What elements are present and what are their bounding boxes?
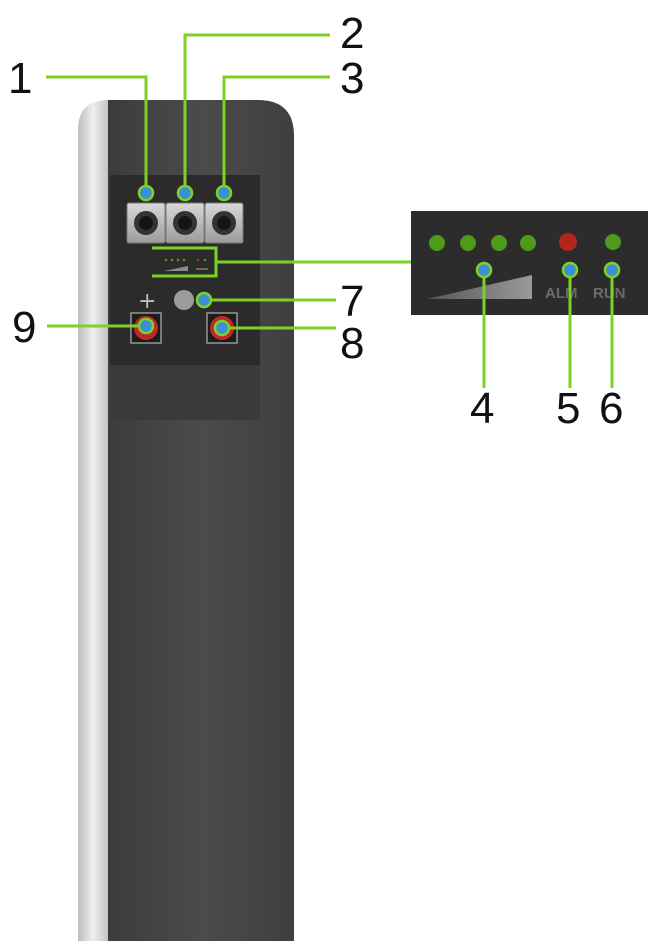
callout-number-1: 1 [8, 54, 32, 103]
callout-number-3: 3 [340, 54, 364, 103]
soc-led [520, 235, 536, 251]
power-button[interactable] [174, 290, 194, 310]
soc-led [491, 235, 507, 251]
callout-number-6: 6 [599, 384, 623, 433]
soc-leds [429, 235, 536, 251]
callout-line-1 [46, 75, 148, 193]
port-1[interactable] [126, 202, 166, 244]
soc-level-wedge [427, 275, 532, 299]
callout-numbers: 1 2 3 4 5 6 7 8 9 [8, 9, 623, 433]
callout-lines [46, 33, 614, 388]
positive-symbol: + [138, 289, 156, 314]
port-3[interactable] [204, 202, 244, 244]
callout-marker-9 [137, 317, 155, 335]
soc-led [460, 235, 476, 251]
cabinet-side-panel [78, 100, 108, 941]
callout-marker-6 [603, 261, 621, 279]
callout-marker-3 [215, 184, 233, 202]
callout-number-4: 4 [470, 384, 494, 433]
callout-marker-2 [176, 184, 194, 202]
soc-led [429, 235, 445, 251]
callout-line-2 [183, 33, 330, 193]
callout-marker-1 [137, 184, 155, 202]
callout-marker-5 [561, 261, 579, 279]
callout-marker-4 [475, 261, 493, 279]
callout-number-9: 9 [12, 303, 36, 352]
callout-number-7: 7 [340, 277, 364, 326]
callout-line-3 [222, 75, 330, 193]
run-label: RUN [593, 285, 626, 302]
alarm-label: ALM [545, 285, 578, 302]
callout-markers [137, 184, 621, 337]
callout-marker-8 [213, 319, 231, 337]
callout-number-5: 5 [556, 384, 580, 433]
callout-marker-7 [195, 291, 213, 309]
run-led [605, 234, 621, 250]
callout-number-2: 2 [340, 9, 364, 58]
alarm-led [559, 233, 577, 251]
callout-number-8: 8 [340, 319, 364, 368]
indicator-strip-small [164, 258, 208, 271]
communication-ports [126, 202, 244, 244]
cable-channel [110, 365, 260, 420]
port-2[interactable] [165, 202, 205, 244]
